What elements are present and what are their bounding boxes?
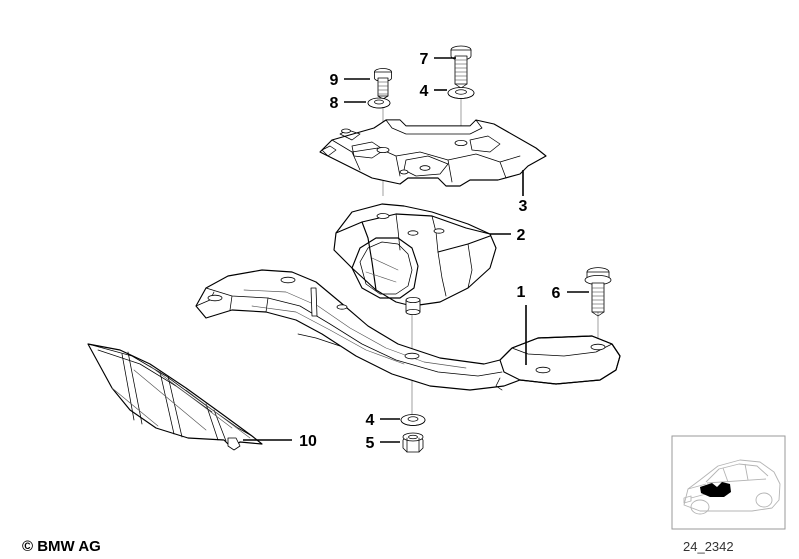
callout-layer: 1 2 3 4 7 9 8 xyxy=(243,51,589,452)
callout-5-label: 5 xyxy=(366,435,375,452)
part-transmission-mount xyxy=(333,203,497,315)
part-washer-upper xyxy=(447,87,475,99)
callout-4-upper: 4 xyxy=(420,83,447,100)
diagram-id: 24_2342 xyxy=(683,539,734,554)
callout-3-label: 3 xyxy=(519,198,528,215)
footer: © BMW AG 24_2342 xyxy=(22,538,734,555)
part-transmission-crossmember xyxy=(195,269,621,391)
part-mount-top-plate xyxy=(319,119,547,187)
callout-4-upper-label: 4 xyxy=(420,83,429,100)
part-hex-nut xyxy=(402,432,424,453)
callout-2-label: 2 xyxy=(517,227,526,244)
callout-3: 3 xyxy=(519,170,528,215)
callout-7: 7 xyxy=(420,51,456,68)
callout-10-label: 10 xyxy=(299,433,317,450)
part-hex-bolt-long xyxy=(450,45,472,89)
copyright-notice: © BMW AG xyxy=(22,538,101,555)
callout-1: 1 xyxy=(517,284,527,365)
callout-9: 9 xyxy=(330,72,370,89)
inset-highlight-region xyxy=(700,482,731,497)
callout-10: 10 xyxy=(243,433,317,450)
vehicle-location-inset xyxy=(671,435,786,530)
callout-2: 2 xyxy=(490,227,526,244)
part-hex-bolt-short xyxy=(374,68,392,100)
part-washer-lower xyxy=(400,414,426,426)
callout-8: 8 xyxy=(330,95,366,112)
callout-6: 6 xyxy=(552,285,589,302)
callout-5: 5 xyxy=(366,435,400,452)
callout-4-lower: 4 xyxy=(366,412,400,429)
inset-frame xyxy=(671,435,786,530)
callout-8-label: 8 xyxy=(330,95,339,112)
part-heat-shield xyxy=(87,343,263,451)
callout-9-label: 9 xyxy=(330,72,339,89)
callout-1-label: 1 xyxy=(517,284,526,301)
part-washer-small xyxy=(367,97,391,109)
callout-4-lower-label: 4 xyxy=(366,412,375,429)
callout-6-label: 6 xyxy=(552,285,561,302)
part-flange-bolt xyxy=(584,267,612,317)
callout-7-label: 7 xyxy=(420,51,429,68)
